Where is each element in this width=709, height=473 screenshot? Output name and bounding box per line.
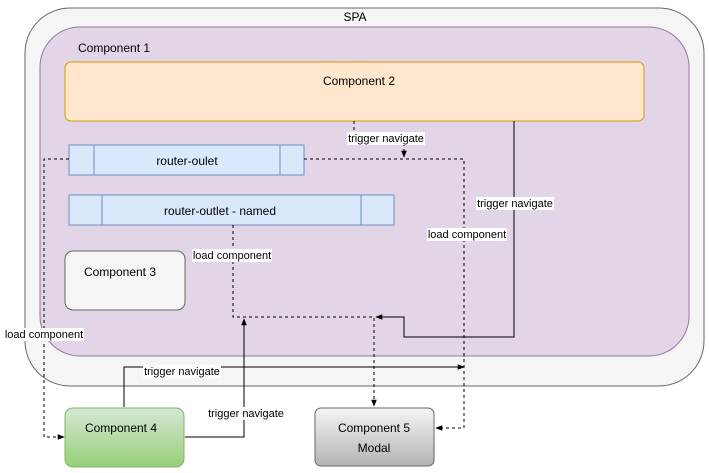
component3-box — [64, 250, 186, 311]
router-outlet-box — [68, 144, 305, 176]
component5-label: Component 5 — [338, 421, 410, 435]
edge-label-load-named: load component — [193, 250, 271, 262]
edge-c4-top — [123, 364, 465, 407]
component5-sublabel: Modal — [358, 441, 391, 455]
component2-label: Component 2 — [323, 74, 395, 88]
component5-box — [314, 407, 435, 467]
component4-box — [64, 407, 185, 468]
edge-label-load-c5: load component — [428, 229, 506, 241]
component4-label: Component 4 — [85, 421, 157, 435]
router-outlet-label: router-oulet — [156, 154, 218, 168]
edge-named-to-c5 — [232, 225, 377, 407]
component3-label: Component 3 — [84, 265, 156, 279]
edge-outlet-to-c5 — [304, 158, 465, 431]
edge-label-trigger-c2-outlet: trigger navigate — [348, 133, 424, 145]
router-outlet-named-box — [68, 194, 395, 226]
edge-c2-right — [375, 121, 515, 338]
edge-c4-right — [185, 318, 247, 438]
edge-label-trigger-c2-right: trigger navigate — [477, 198, 553, 210]
component1-label: Component 1 — [78, 41, 150, 55]
edge-outlet-to-c4 — [43, 158, 69, 440]
spa-label: SPA — [343, 10, 366, 24]
edge-label-trigger-c4-right: trigger navigate — [208, 408, 284, 420]
router-outlet-named-label: router-outlet - named — [164, 204, 276, 218]
edge-label-trigger-c4-top: trigger navigate — [144, 366, 220, 378]
component2-box — [64, 61, 645, 122]
edge-label-load-c4: load component — [5, 329, 83, 341]
